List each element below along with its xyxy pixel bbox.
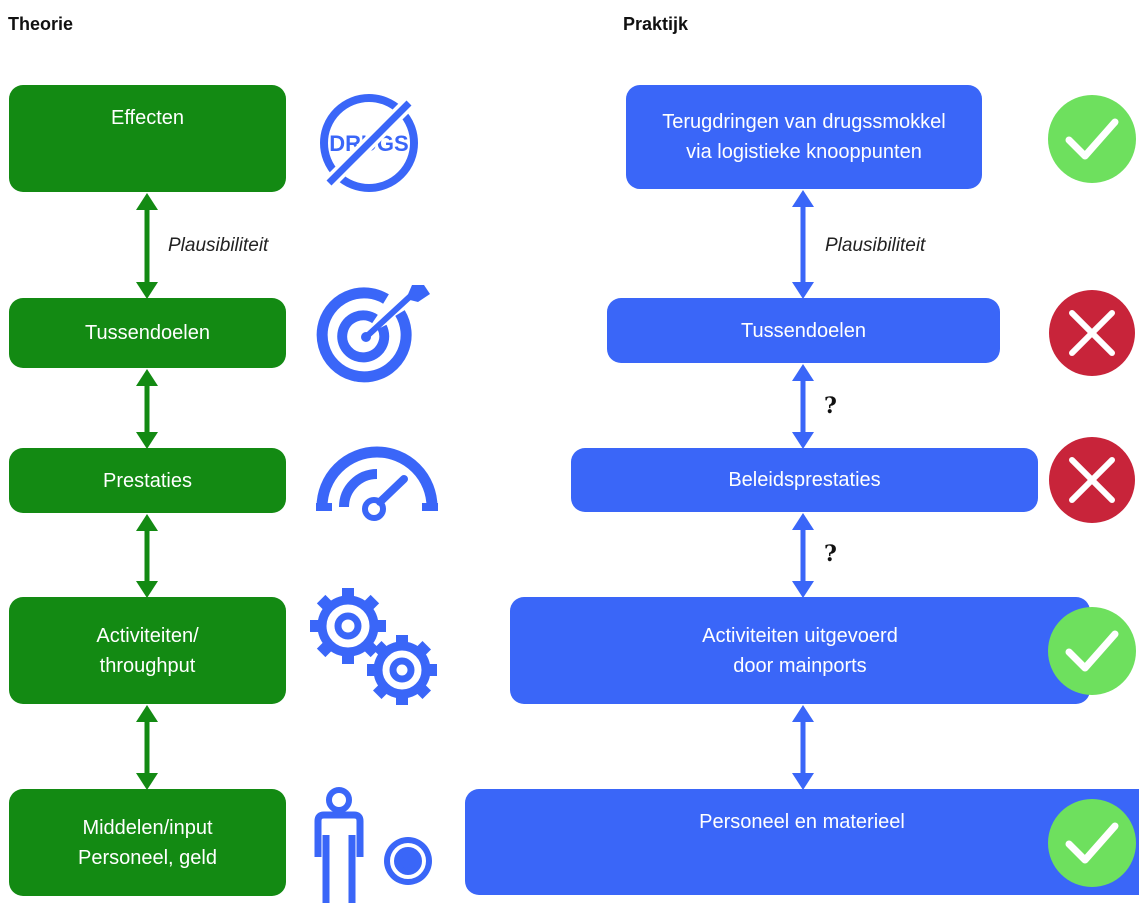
practice-arrow-3	[792, 513, 814, 598]
cross-badge-icon	[1049, 290, 1135, 376]
question-mark-2: ?	[824, 541, 837, 567]
gears-icon	[310, 588, 437, 705]
theory-box-activiteiten: Activiteiten/ throughput	[9, 597, 286, 704]
practice-arrow-4	[792, 705, 814, 790]
theory-box-label: Middelen/input Personeel, geld	[78, 816, 217, 869]
theory-box-label: Effecten	[110, 107, 185, 129]
practice-box-label: Terugdringen van drugssmokkel via logist…	[662, 111, 946, 163]
theory-arrow-3	[136, 514, 158, 598]
practice-box-label: Activiteiten uitgevoerd door mainports	[702, 624, 898, 677]
gauge-icon	[316, 446, 438, 521]
practice-heading: Praktijk	[623, 14, 689, 34]
target-icon	[316, 285, 430, 383]
theory-box-label: Prestaties	[103, 469, 192, 492]
practice-box-label: Beleidsprestaties	[728, 469, 881, 491]
practice-arrow-2	[792, 364, 814, 449]
no-drugs-icon: DRUGS	[320, 94, 418, 192]
theory-box-middelen: Middelen/input Personeel, geld	[9, 789, 286, 896]
theory-box-prestaties: Prestaties	[9, 448, 286, 513]
practice-plausibility-label: Plausibiliteit	[825, 235, 926, 256]
euro-symbol: €	[399, 849, 417, 877]
check-badge-icon	[1048, 799, 1136, 887]
check-badge-icon	[1048, 607, 1136, 695]
practice-box-label: Tussendoelen	[741, 319, 866, 342]
practice-box-effect: Terugdringen van drugssmokkel via logist…	[626, 85, 982, 189]
theory-plausibility-label: Plausibiliteit	[168, 235, 269, 256]
theory-box-label: Tussendoelen	[85, 322, 210, 344]
theory-arrow-4	[136, 705, 158, 790]
theory-arrow-1	[136, 193, 158, 299]
theory-heading: Theorie	[8, 14, 74, 34]
practice-arrow-1	[792, 190, 814, 299]
theory-arrow-2	[136, 369, 158, 449]
practice-box-label: Personeel en materieel	[699, 811, 905, 833]
check-badge-icon	[1048, 95, 1136, 183]
practice-box-tussendoelen: Tussendoelen	[607, 298, 1000, 363]
person-money-icon: €	[314, 787, 432, 903]
question-mark-1: ?	[824, 393, 837, 419]
cross-badge-icon	[1049, 437, 1135, 523]
practice-box-personeel: Personeel en materieel	[465, 789, 1139, 895]
theory-box-label: Activiteiten/ throughput	[96, 624, 199, 677]
practice-box-activiteiten: Activiteiten uitgevoerd door mainports	[510, 597, 1090, 704]
theory-box-tussendoelen: Tussendoelen	[9, 298, 286, 368]
theory-box-effecten: Effecten	[9, 85, 286, 192]
practice-box-beleidsprestaties: Beleidsprestaties	[571, 448, 1038, 512]
